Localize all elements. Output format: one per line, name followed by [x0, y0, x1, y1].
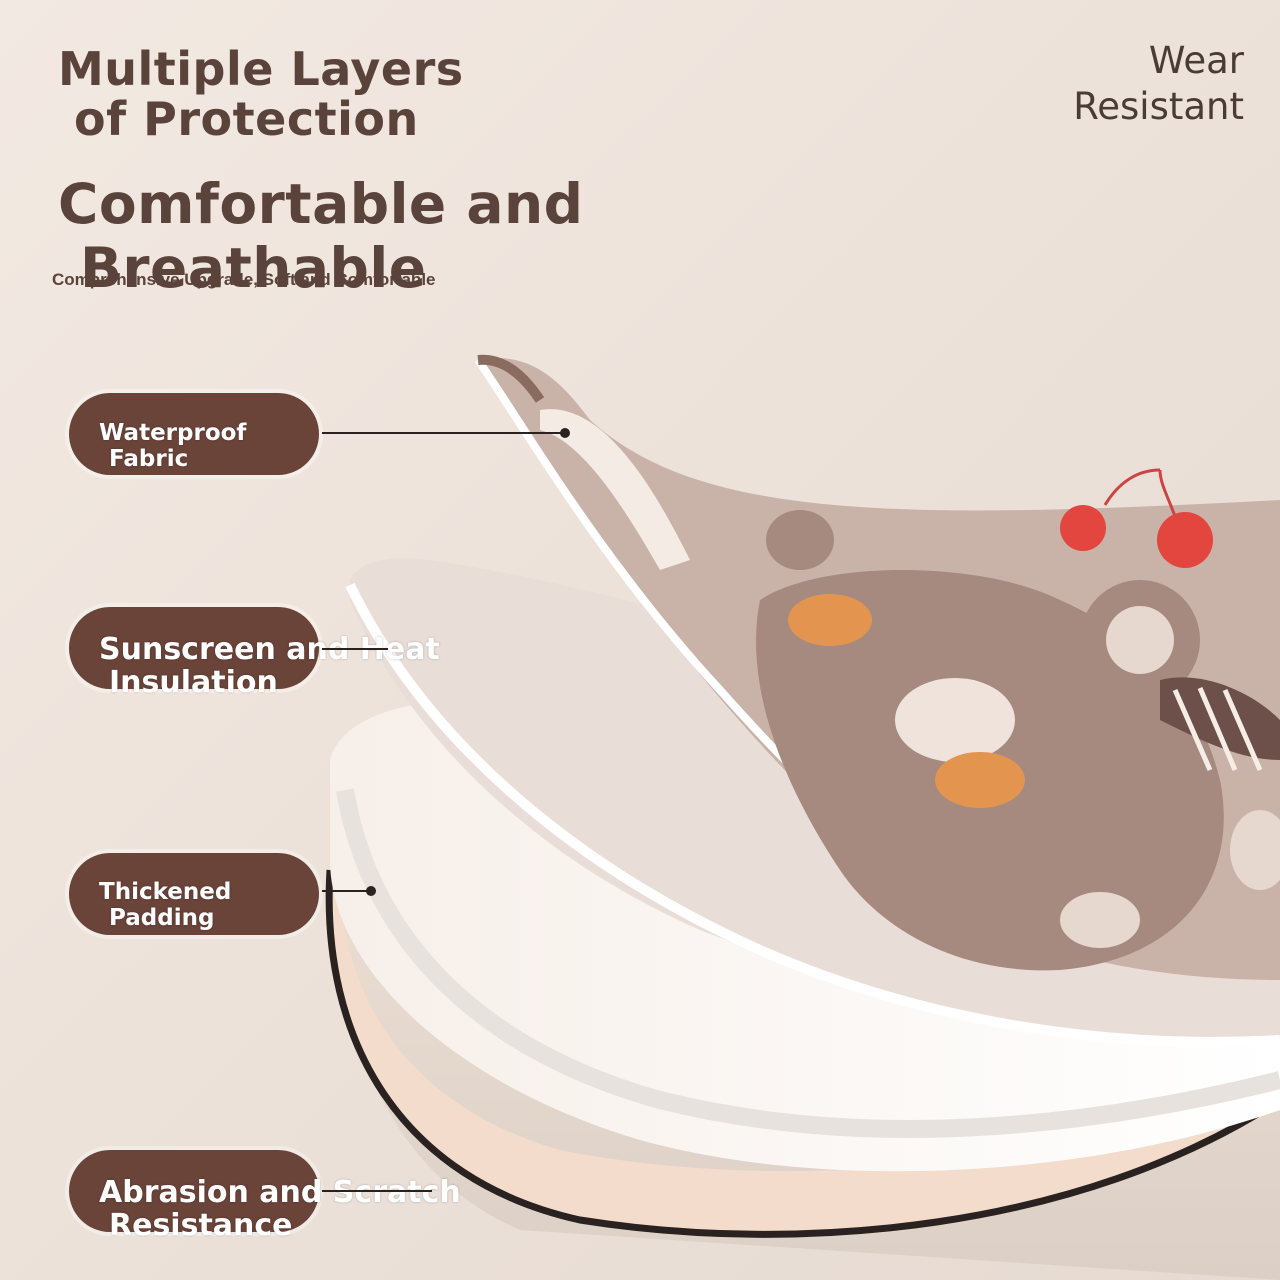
cherry-illustration — [1060, 468, 1213, 568]
layer-label-padding: Thickened Padding — [99, 879, 232, 931]
leader-dot-padding — [366, 886, 376, 896]
leader-line-padding — [322, 890, 372, 892]
leader-dot-waterproof — [560, 428, 570, 438]
piping-line — [325, 869, 1280, 1238]
bear-illustration — [756, 510, 1280, 971]
leader-line-waterproof — [322, 432, 565, 434]
layer-label-sunscreen: Sunscreen and Heat Insulation — [99, 632, 440, 700]
layer-badge-sunscreen — [69, 607, 319, 689]
subtitle: Comprehensive Upgrade, Soft and Comforta… — [52, 270, 436, 289]
leader-line-abrasion — [322, 1190, 432, 1192]
layer-badge-abrasion — [69, 1150, 319, 1232]
leader-line-sunscreen — [322, 648, 388, 650]
headline-comfortable-breathable: Comfortable and Breathable — [58, 172, 584, 300]
layer-badge-padding — [69, 853, 319, 935]
layer-badge-waterproof — [69, 393, 319, 475]
corner-label-wear-resistant: Wear Resistant — [1073, 39, 1244, 128]
layer-label-abrasion: Abrasion and Scratch Resistance — [99, 1175, 461, 1243]
layer-label-waterproof: Waterproof Fabric — [99, 420, 247, 472]
headline-multiple-layers: Multiple Layers of Protection — [58, 42, 464, 146]
